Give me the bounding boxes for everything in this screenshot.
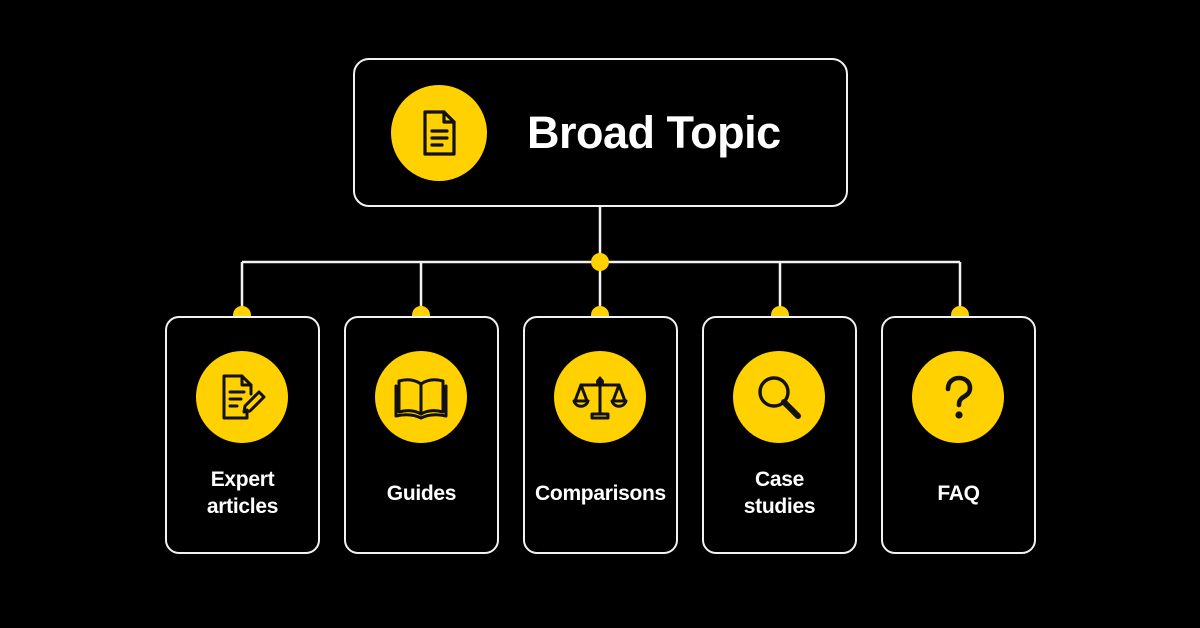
question-mark-icon [912, 351, 1004, 443]
child-node-expert-articles: Expert articles [165, 316, 320, 554]
document-icon [391, 85, 487, 181]
child-node-guides: Guides [344, 316, 499, 554]
magnifier-icon [733, 351, 825, 443]
child-label-case-studies: Case studies [743, 468, 816, 518]
child-label-comparisons: Comparisons [535, 481, 666, 505]
child-node-case-studies: Case studies [702, 316, 857, 554]
child-label-guides: Guides [386, 481, 457, 505]
scales-icon [554, 351, 646, 443]
open-book-icon [375, 351, 467, 443]
root-topic-node: Broad Topic [353, 58, 848, 207]
child-label-faq: FAQ [937, 481, 980, 505]
child-label-expert-articles: Expert articles [206, 468, 279, 518]
child-node-comparisons: Comparisons [523, 316, 678, 554]
junction-dot [591, 253, 609, 271]
root-topic-title: Broad Topic [527, 106, 781, 158]
child-node-faq: FAQ [881, 316, 1036, 554]
document-pen-icon [196, 351, 288, 443]
